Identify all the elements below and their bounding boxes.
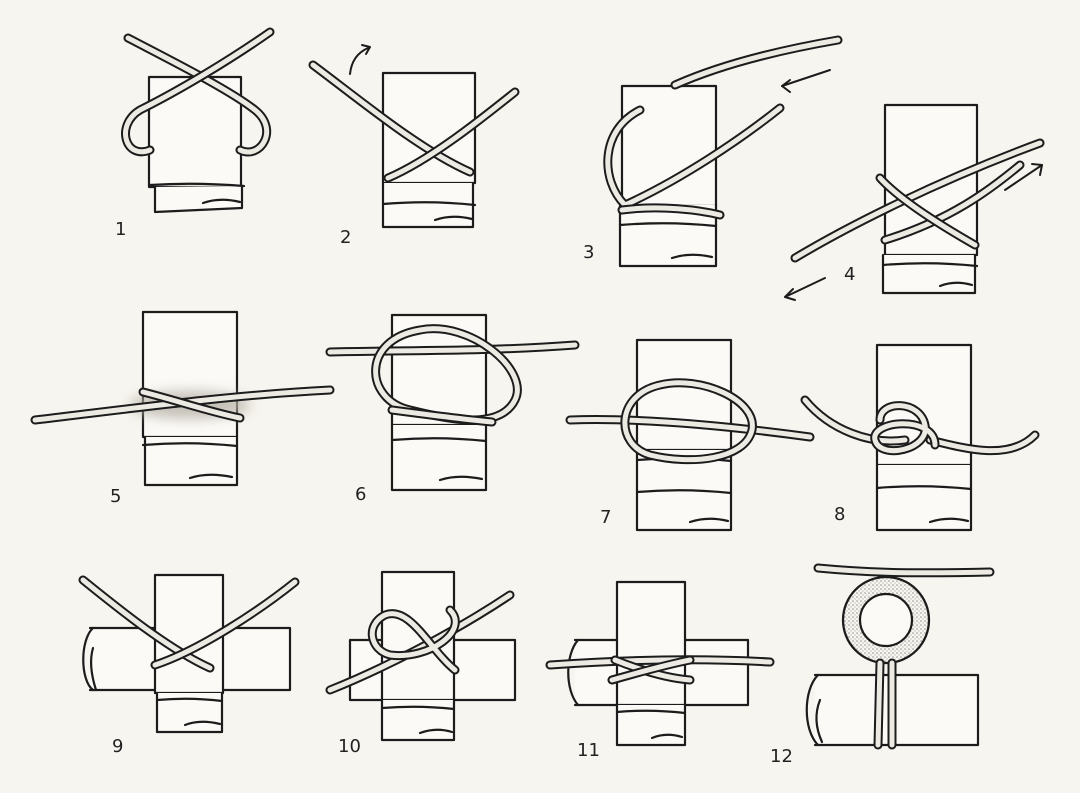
step-9-illustration: [78, 573, 300, 734]
step-label: 8: [834, 504, 845, 525]
step-10-illustration: [325, 570, 517, 742]
step-label: 5: [110, 486, 121, 507]
step-label: 7: [600, 507, 611, 528]
step-label: 12: [770, 746, 793, 767]
step-11-illustration: [545, 580, 775, 747]
step-6-illustration: [325, 313, 580, 492]
step-2-illustration: [308, 44, 520, 229]
step-label: 4: [844, 264, 855, 285]
step-5-illustration: [30, 310, 335, 487]
step-label: 1: [115, 219, 126, 240]
step-label: 10: [338, 736, 361, 757]
step-1-illustration: [121, 27, 275, 214]
step-label: 11: [577, 740, 600, 761]
step-4-illustration: [784, 103, 1045, 301]
step-label: 3: [583, 242, 594, 263]
step-label: 2: [340, 227, 351, 248]
step-label: 9: [112, 736, 123, 757]
step-7-illustration: [565, 338, 815, 532]
step-labels: 1 2 3 4 5 6 7 8 9 10 11 12: [110, 219, 855, 767]
step-8-illustration: [800, 343, 1040, 532]
step-label: 6: [355, 484, 366, 505]
step-3-illustration: [603, 35, 843, 268]
step-12-illustration: [805, 563, 995, 750]
